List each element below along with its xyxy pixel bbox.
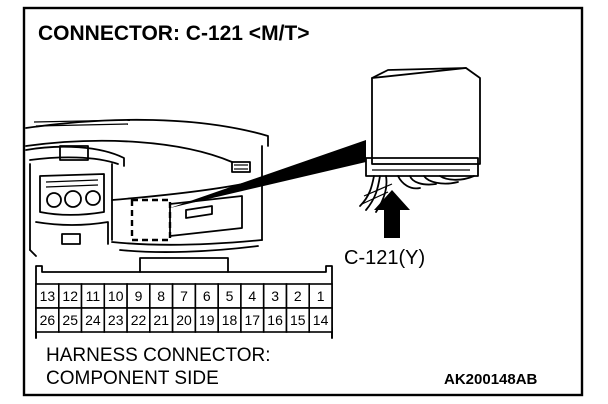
location-pointer (170, 140, 366, 208)
pin-cell (308, 307, 333, 333)
pin-number-22: 22 (131, 312, 147, 328)
pin-number-9: 9 (135, 288, 143, 304)
pin-number-7: 7 (180, 288, 188, 304)
pin-number-26: 26 (40, 312, 56, 328)
dashboard-illustration (25, 118, 269, 257)
pin-number-10: 10 (108, 288, 124, 304)
pin-number-1: 1 (317, 288, 325, 304)
pin-number-20: 20 (176, 312, 192, 328)
arrow-up-icon (374, 190, 410, 238)
pin-number-21: 21 (153, 312, 169, 328)
pin-number-2: 2 (294, 288, 302, 304)
diagram-title: CONNECTOR: C-121 <M/T> (38, 22, 310, 45)
caption-line-2: COMPONENT SIDE (46, 368, 219, 389)
pin-number-3: 3 (271, 288, 279, 304)
pin-number-13: 13 (40, 288, 56, 304)
pin-number-12: 12 (62, 288, 78, 304)
pin-number-14: 14 (313, 312, 329, 328)
connector-callout-label: C-121(Y) (344, 247, 425, 269)
pin-number-16: 16 (267, 312, 283, 328)
pin-number-19: 19 (199, 312, 215, 328)
pin-number-17: 17 (245, 312, 261, 328)
pin-number-8: 8 (157, 288, 165, 304)
caption-line-1: HARNESS CONNECTOR: (46, 345, 271, 366)
pin-number-23: 23 (108, 312, 124, 328)
figure-id: AK200148AB (444, 371, 538, 388)
figure-border (22, 6, 584, 397)
pin-number-15: 15 (290, 312, 306, 328)
pin-number-5: 5 (226, 288, 234, 304)
pin-number-18: 18 (222, 312, 238, 328)
pin-number-4: 4 (248, 288, 256, 304)
pin-number-24: 24 (85, 312, 101, 328)
pin-number-6: 6 (203, 288, 211, 304)
pin-number-25: 25 (62, 312, 78, 328)
ecu-module (359, 67, 481, 213)
pin-number-11: 11 (86, 288, 101, 304)
